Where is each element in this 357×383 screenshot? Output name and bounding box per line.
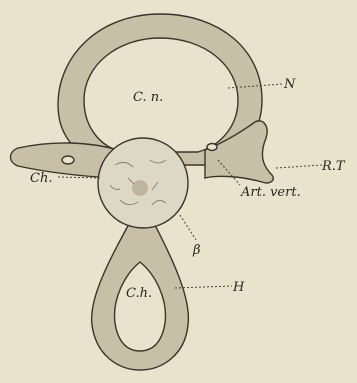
label-neural-arch: N xyxy=(283,77,296,92)
leader-haemal-arch xyxy=(175,286,232,288)
label-transverse-rib: R.T xyxy=(321,159,346,174)
label-haemal-arch: H xyxy=(232,280,245,295)
label-vertebral-artery: Art. vert. xyxy=(240,185,301,200)
label-caudal-canal: C.h. xyxy=(126,286,152,301)
leader-beta xyxy=(180,215,196,240)
label-beta: β xyxy=(192,243,201,258)
label-neural-canal: C. n. xyxy=(133,90,163,105)
leader-transverse-rib xyxy=(276,165,322,168)
chorda-center xyxy=(132,180,148,196)
label-chorda: Ch. xyxy=(30,171,52,186)
left-arterial-foramen xyxy=(62,156,74,164)
right-arterial-foramen xyxy=(207,144,217,151)
